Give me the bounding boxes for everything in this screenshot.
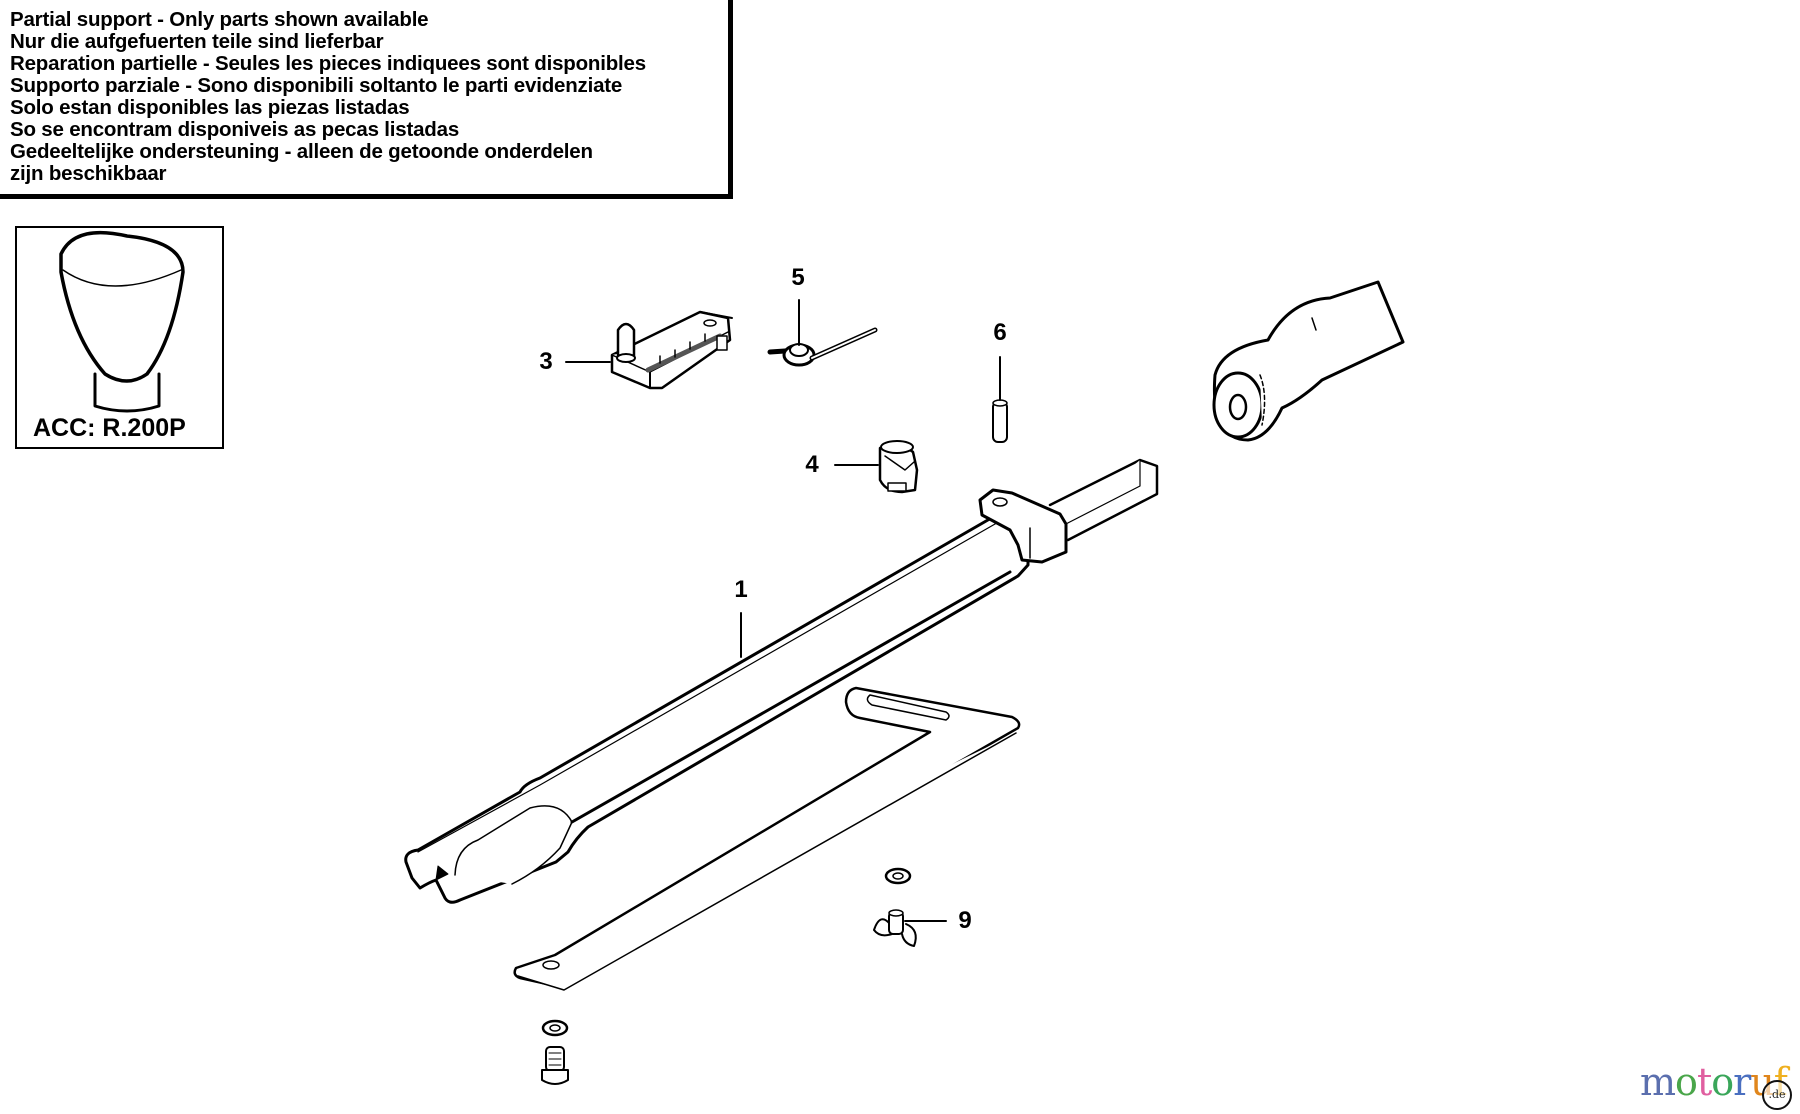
notice-line-fr: Reparation partielle - Seules les pieces…	[10, 52, 646, 75]
watermark-letter: t	[1696, 1060, 1712, 1104]
callout-3: 3	[539, 348, 553, 375]
notice-line-en: Partial support - Only parts shown avail…	[10, 8, 429, 31]
knob-icon	[59, 230, 185, 413]
notice-line-nl-2: zijn beschikbaar	[10, 162, 167, 185]
callout-5: 5	[791, 264, 805, 291]
fence-bar	[513, 686, 1021, 991]
notice-line-it: Supporto parziale - Sono disponibili sol…	[10, 74, 623, 97]
notice-line-es: Solo estan disponibles las piezas listad…	[10, 96, 410, 119]
part-1-fence-rod[interactable]	[404, 488, 1068, 904]
notice-lines: Partial support - Only parts shown avail…	[10, 9, 646, 185]
part-4-clamp-knob[interactable]	[834, 440, 919, 494]
square-bar	[1048, 458, 1159, 542]
part-6-pin[interactable]	[992, 356, 1008, 443]
notice-line-nl-1: Gedeeltelijke ondersteuning - alleen de …	[10, 140, 593, 163]
part-9-wing-nut[interactable]	[873, 867, 947, 947]
part-5-torsion-spring[interactable]	[767, 299, 878, 367]
partial-support-notice: Partial support - Only parts shown avail…	[0, 0, 733, 199]
callout-4: 4	[805, 451, 819, 478]
notice-line-pt: So se encontram disponiveis as pecas lis…	[10, 118, 460, 141]
copyright-icon: .de	[1762, 1080, 1792, 1110]
callout-1: 1	[734, 576, 748, 603]
accessory-label: ACC: R.200P	[33, 414, 186, 442]
notice-line-de: Nur die aufgefuerten teile sind lieferba…	[10, 30, 384, 53]
callout-9: 9	[958, 907, 972, 934]
watermark-letter: m	[1640, 1060, 1676, 1104]
accessory-box: ACC: R.200P	[15, 226, 224, 449]
bolt-and-washer	[541, 1019, 569, 1085]
part-3-scale-block[interactable]	[565, 310, 733, 390]
watermark-letter: o	[1675, 1060, 1698, 1104]
callout-6: 6	[993, 319, 1007, 346]
watermark-letter: o	[1711, 1060, 1734, 1104]
watermark-suffix: .de	[1768, 1088, 1786, 1101]
watermark-letter: r	[1733, 1060, 1751, 1104]
handle	[1212, 280, 1405, 442]
